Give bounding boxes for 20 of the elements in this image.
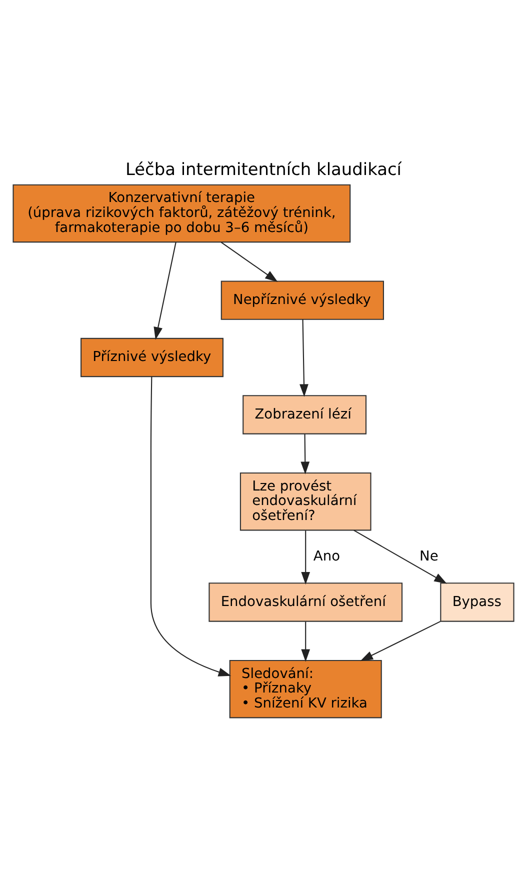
arrow xyxy=(300,434,310,474)
edge-label: Ano xyxy=(312,548,340,564)
edge-label: Ne xyxy=(419,548,438,564)
arrow xyxy=(153,242,176,340)
node-box: Sledování: • Příznaky • Snížení KV rizika xyxy=(228,660,382,718)
arrow xyxy=(353,530,446,584)
arrow xyxy=(150,376,231,676)
node-box: Konzervativní terapie (úprava rizikových faktorů, zátěžový trénink, farmakoterapie po dobu 3–6 měsíců) xyxy=(12,184,350,243)
node-box: Příznivé výsledky xyxy=(80,338,223,378)
arrow xyxy=(360,620,440,662)
node-box: Lze provést endovaskulární ošetření? xyxy=(239,472,371,531)
arrow xyxy=(300,622,310,662)
arrow xyxy=(300,530,310,585)
node-box: Zobrazení lézí xyxy=(242,395,366,434)
diagram-title: Léčba intermitentních klaudikací xyxy=(124,159,402,180)
node-box: Bypass xyxy=(440,582,514,622)
arrow xyxy=(299,319,308,397)
arrow xyxy=(220,242,278,282)
node-box: Endovaskulární ošetření xyxy=(208,582,402,622)
node-box: Nepříznivé výsledky xyxy=(220,280,384,320)
